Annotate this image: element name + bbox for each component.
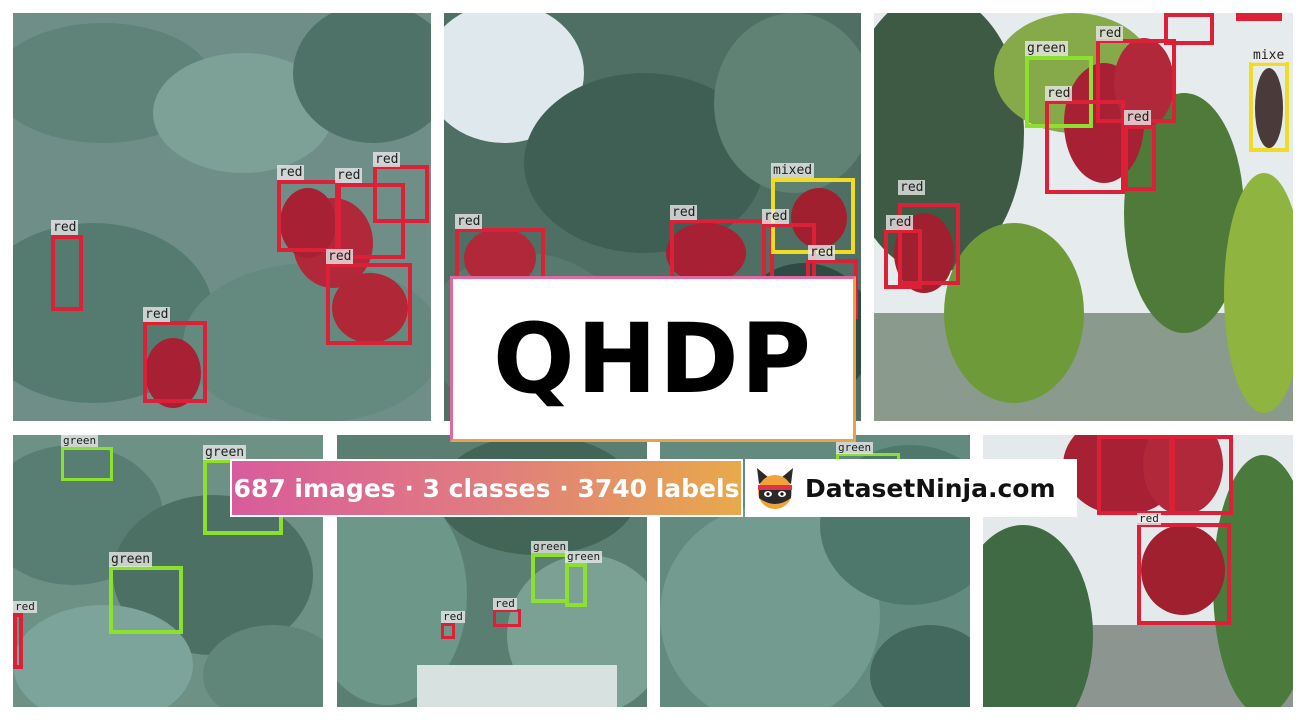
bbox-green <box>1025 56 1093 128</box>
bbox-label: green <box>1025 41 1069 56</box>
bbox-label: red <box>1096 26 1124 41</box>
title-card: QHDP <box>450 276 856 442</box>
bbox-label: mixe <box>1251 48 1287 63</box>
bbox-red <box>1097 435 1175 515</box>
bbox-label: green <box>531 540 569 553</box>
bbox-red <box>51 235 83 311</box>
greenhouse-photo <box>874 13 1293 421</box>
bbox-red <box>493 609 521 627</box>
foliage-photo <box>13 13 431 421</box>
bbox-label: mixed <box>771 163 815 178</box>
bbox-red <box>1169 435 1233 515</box>
sample-image-1: red red red red red red <box>13 13 431 421</box>
bbox-red <box>1137 523 1231 625</box>
bbox-red <box>373 165 429 223</box>
sample-image-7: red <box>983 435 1293 707</box>
bbox-label: red <box>13 600 37 613</box>
bbox-red <box>898 203 960 285</box>
stats-banner: 687 images · 3 classes · 3740 labels <box>230 459 743 517</box>
sample-image-3: green red red red mixe red red <box>874 13 1293 421</box>
bbox-red <box>1236 13 1282 21</box>
bbox-label: red <box>143 307 171 322</box>
bbox-red <box>1164 13 1214 45</box>
bbox-red <box>1045 100 1125 194</box>
bbox-label: red <box>670 205 698 220</box>
dataset-stats: 687 images · 3 classes · 3740 labels <box>233 473 740 503</box>
bbox-label: red <box>493 597 517 610</box>
bbox-red <box>326 263 412 345</box>
bbox-label: green <box>565 550 603 563</box>
bbox-red <box>441 623 455 639</box>
bbox-green <box>109 566 183 634</box>
bbox-label: green <box>203 445 247 460</box>
bbox-red <box>277 180 341 252</box>
bbox-red <box>143 321 207 403</box>
bbox-label: green <box>109 552 153 567</box>
bbox-label: red <box>762 209 790 224</box>
bbox-label: red <box>1137 512 1161 525</box>
ninja-icon <box>757 468 793 509</box>
bbox-green <box>61 447 113 481</box>
brand-name: DatasetNinja.com <box>805 473 1056 503</box>
bbox-label: green <box>836 441 874 454</box>
greenhouse-photo <box>983 435 1293 707</box>
bbox-label: red <box>898 180 926 195</box>
bbox-label: green <box>61 435 99 447</box>
bbox-red <box>884 229 922 289</box>
bbox-red <box>1124 125 1156 191</box>
bbox-label: red <box>373 152 401 167</box>
dataset-title: QHDP <box>493 303 813 415</box>
bbox-red <box>13 613 23 669</box>
bbox-label: red <box>335 168 363 183</box>
bbox-label: red <box>455 214 483 229</box>
bbox-green <box>565 563 587 607</box>
bbox-label: red <box>326 249 354 264</box>
bbox-mixed <box>1249 62 1289 152</box>
bbox-label: red <box>51 220 79 235</box>
bbox-label: red <box>1124 110 1152 125</box>
sample-image-4: green green green red <box>13 435 323 707</box>
bbox-green <box>531 553 569 603</box>
bbox-label: red <box>808 245 836 260</box>
bbox-label: red <box>277 165 305 180</box>
bbox-label: red <box>886 215 914 230</box>
brand-banner[interactable]: DatasetNinja.com <box>745 459 1077 517</box>
bbox-label: red <box>441 610 465 623</box>
bbox-label: red <box>1045 86 1073 101</box>
